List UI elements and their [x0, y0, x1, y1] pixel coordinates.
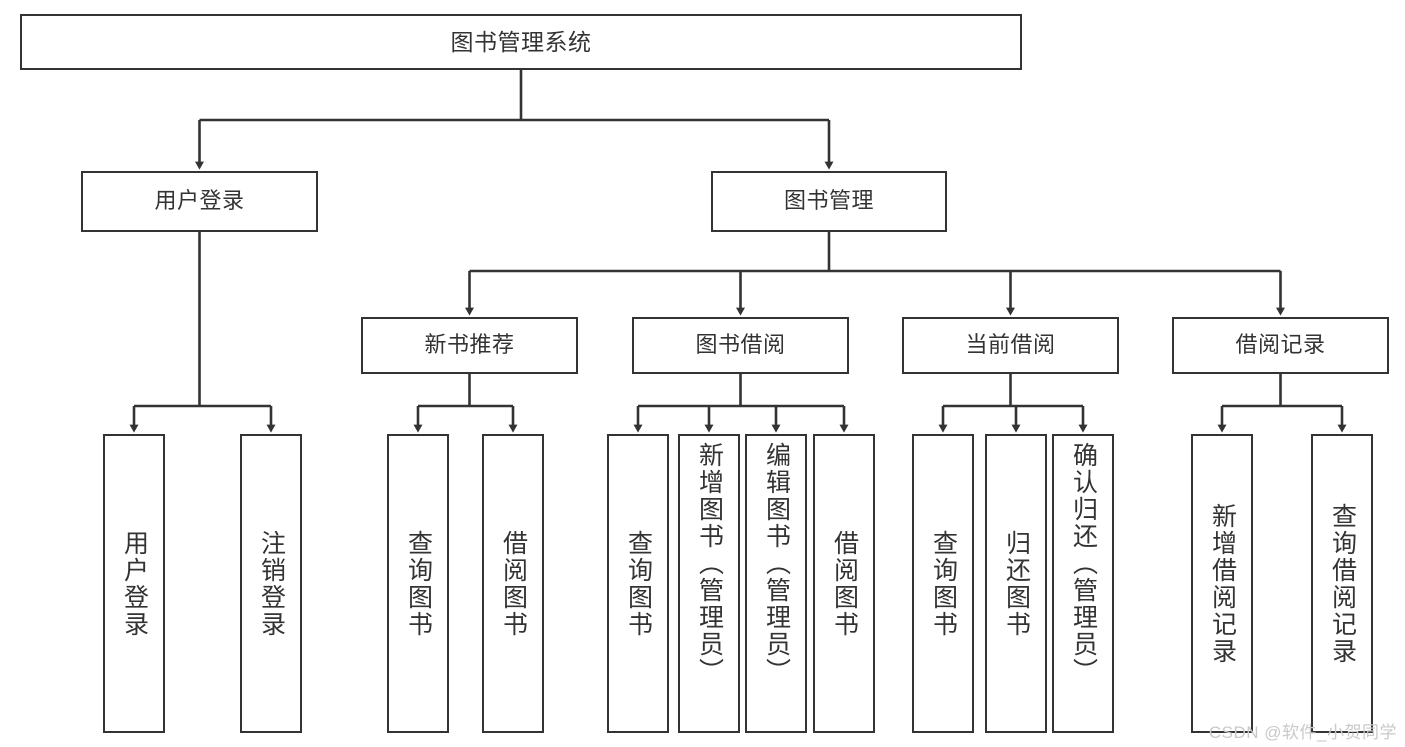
- node-user-login[interactable]: 用户登录: [81, 171, 318, 232]
- node-label: 借阅记录: [1235, 332, 1326, 358]
- node-leaf-confirm-return[interactable]: 确认归还（管理员）: [1052, 434, 1114, 733]
- node-leaf-query-book-2[interactable]: 查询图书: [607, 434, 669, 733]
- node-label: 图书借阅: [695, 332, 786, 358]
- node-leaf-edit-book[interactable]: 编辑图书（管理员）: [745, 434, 807, 733]
- node-label: 借阅图书: [830, 529, 859, 638]
- node-label: 查询图书: [929, 529, 958, 638]
- node-leaf-return-book[interactable]: 归还图书: [985, 434, 1047, 733]
- node-book-borrow[interactable]: 图书借阅: [632, 317, 849, 374]
- node-current-borrow[interactable]: 当前借阅: [902, 317, 1119, 374]
- node-label: 编辑图书（管理员）: [762, 442, 791, 685]
- node-leaf-logout-login[interactable]: 注销登录: [240, 434, 302, 733]
- node-leaf-borrow-book-1[interactable]: 借阅图书: [482, 434, 544, 733]
- node-leaf-user-login[interactable]: 用户登录: [103, 434, 165, 733]
- node-leaf-add-book[interactable]: 新增图书（管理员）: [678, 434, 740, 733]
- node-label: 新增图书（管理员）: [695, 442, 724, 685]
- node-leaf-borrow-book-2[interactable]: 借阅图书: [813, 434, 875, 733]
- node-leaf-query-book-3[interactable]: 查询图书: [912, 434, 974, 733]
- node-root-system[interactable]: 图书管理系统: [20, 14, 1022, 70]
- node-label: 归还图书: [1002, 529, 1031, 638]
- node-label: 查询图书: [624, 529, 653, 638]
- node-label: 确认归还（管理员）: [1069, 442, 1098, 685]
- csdn-watermark: CSDN @软件_小贺同学: [1208, 723, 1397, 742]
- node-label: 新书推荐: [424, 332, 515, 358]
- node-borrow-record[interactable]: 借阅记录: [1172, 317, 1389, 374]
- node-label: 图书管理系统: [450, 28, 592, 55]
- node-label: 当前借阅: [965, 332, 1056, 358]
- node-leaf-add-borrow-record[interactable]: 新增借阅记录: [1191, 434, 1253, 733]
- node-label: 注销登录: [257, 529, 286, 638]
- node-leaf-query-borrow-record[interactable]: 查询借阅记录: [1311, 434, 1373, 733]
- node-label: 借阅图书: [499, 529, 528, 638]
- node-book-manage[interactable]: 图书管理: [711, 171, 947, 232]
- node-leaf-query-book-1[interactable]: 查询图书: [387, 434, 449, 733]
- node-label: 图书管理: [783, 188, 874, 214]
- node-label: 查询借阅记录: [1328, 502, 1357, 665]
- node-label: 用户登录: [154, 188, 245, 214]
- node-label: 查询图书: [404, 529, 433, 638]
- node-label: 新增借阅记录: [1208, 502, 1237, 665]
- node-new-book-recommend[interactable]: 新书推荐: [361, 317, 578, 374]
- node-label: 用户登录: [120, 529, 149, 638]
